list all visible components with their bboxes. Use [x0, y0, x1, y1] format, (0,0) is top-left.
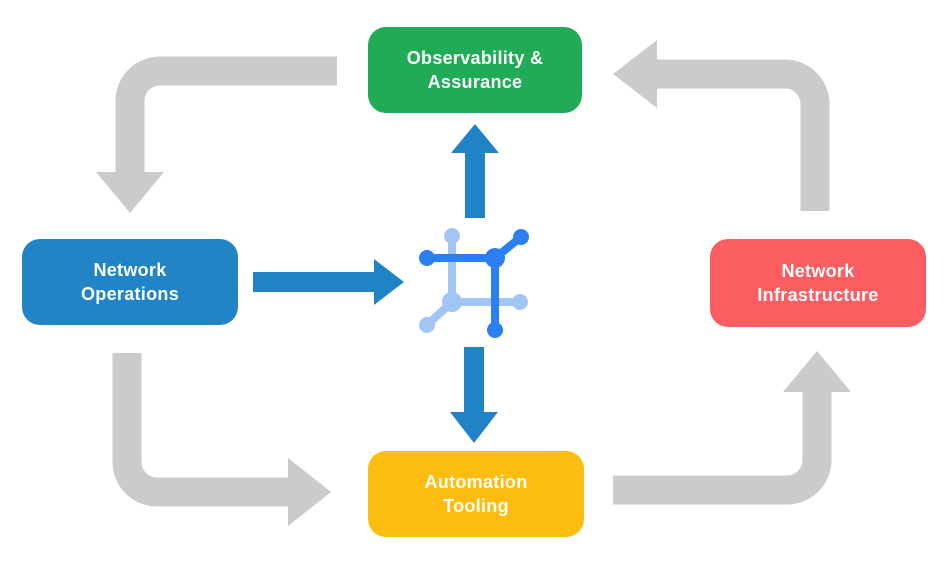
- node-automation-tooling: Automation Tooling: [368, 451, 584, 537]
- node-label-line: Operations: [80, 284, 180, 304]
- cycle-arrow-tooling-to-infrastructure-head: [783, 351, 851, 392]
- icon-dot-right: [512, 294, 528, 310]
- icon-node-top-right-corner: [485, 248, 505, 268]
- node-label-line: Infrastructure: [757, 285, 879, 305]
- flow-arrow-center-to-observability-head: [451, 124, 499, 153]
- node-label-line: Network: [93, 260, 167, 280]
- icon-dot-top: [444, 228, 460, 244]
- icon-dot-left: [419, 250, 435, 266]
- network-mesh-icon: [419, 228, 529, 338]
- node-network-operations: Network Operations: [22, 239, 238, 325]
- flow-arrow-operations-to-center-head: [374, 259, 404, 305]
- cycle-arrow-observability-to-operations: [115, 56, 337, 174]
- node-observability-assurance: Observability & Assurance: [368, 27, 582, 113]
- cycle-arrow-tooling-to-infrastructure: [613, 392, 832, 505]
- icon-dot-top-right: [513, 229, 529, 245]
- node-label-line: Observability &: [406, 48, 544, 68]
- cycle-arrow-operations-to-tooling: [112, 353, 288, 507]
- node-label-line: Automation: [424, 472, 528, 492]
- cycle-arrows: [96, 40, 851, 526]
- icon-dot-bottom-left: [419, 317, 435, 333]
- icon-node-bottom-left-corner: [442, 292, 462, 312]
- node-label-line: Network: [781, 261, 855, 281]
- node-network-infrastructure: Network Infrastructure: [710, 239, 926, 327]
- cycle-arrow-observability-to-operations-head: [96, 172, 164, 213]
- node-label-line: Tooling: [443, 496, 509, 516]
- flow-arrow-center-to-tooling-head: [450, 412, 498, 443]
- node-label-line: Assurance: [427, 72, 523, 92]
- cycle-arrow-infrastructure-to-observability: [657, 59, 830, 211]
- cycle-arrow-operations-to-tooling-head: [288, 458, 331, 526]
- cycle-arrow-infrastructure-to-observability-head: [613, 40, 657, 108]
- icon-dot-bottom: [487, 322, 503, 338]
- flow-arrows: [253, 124, 499, 443]
